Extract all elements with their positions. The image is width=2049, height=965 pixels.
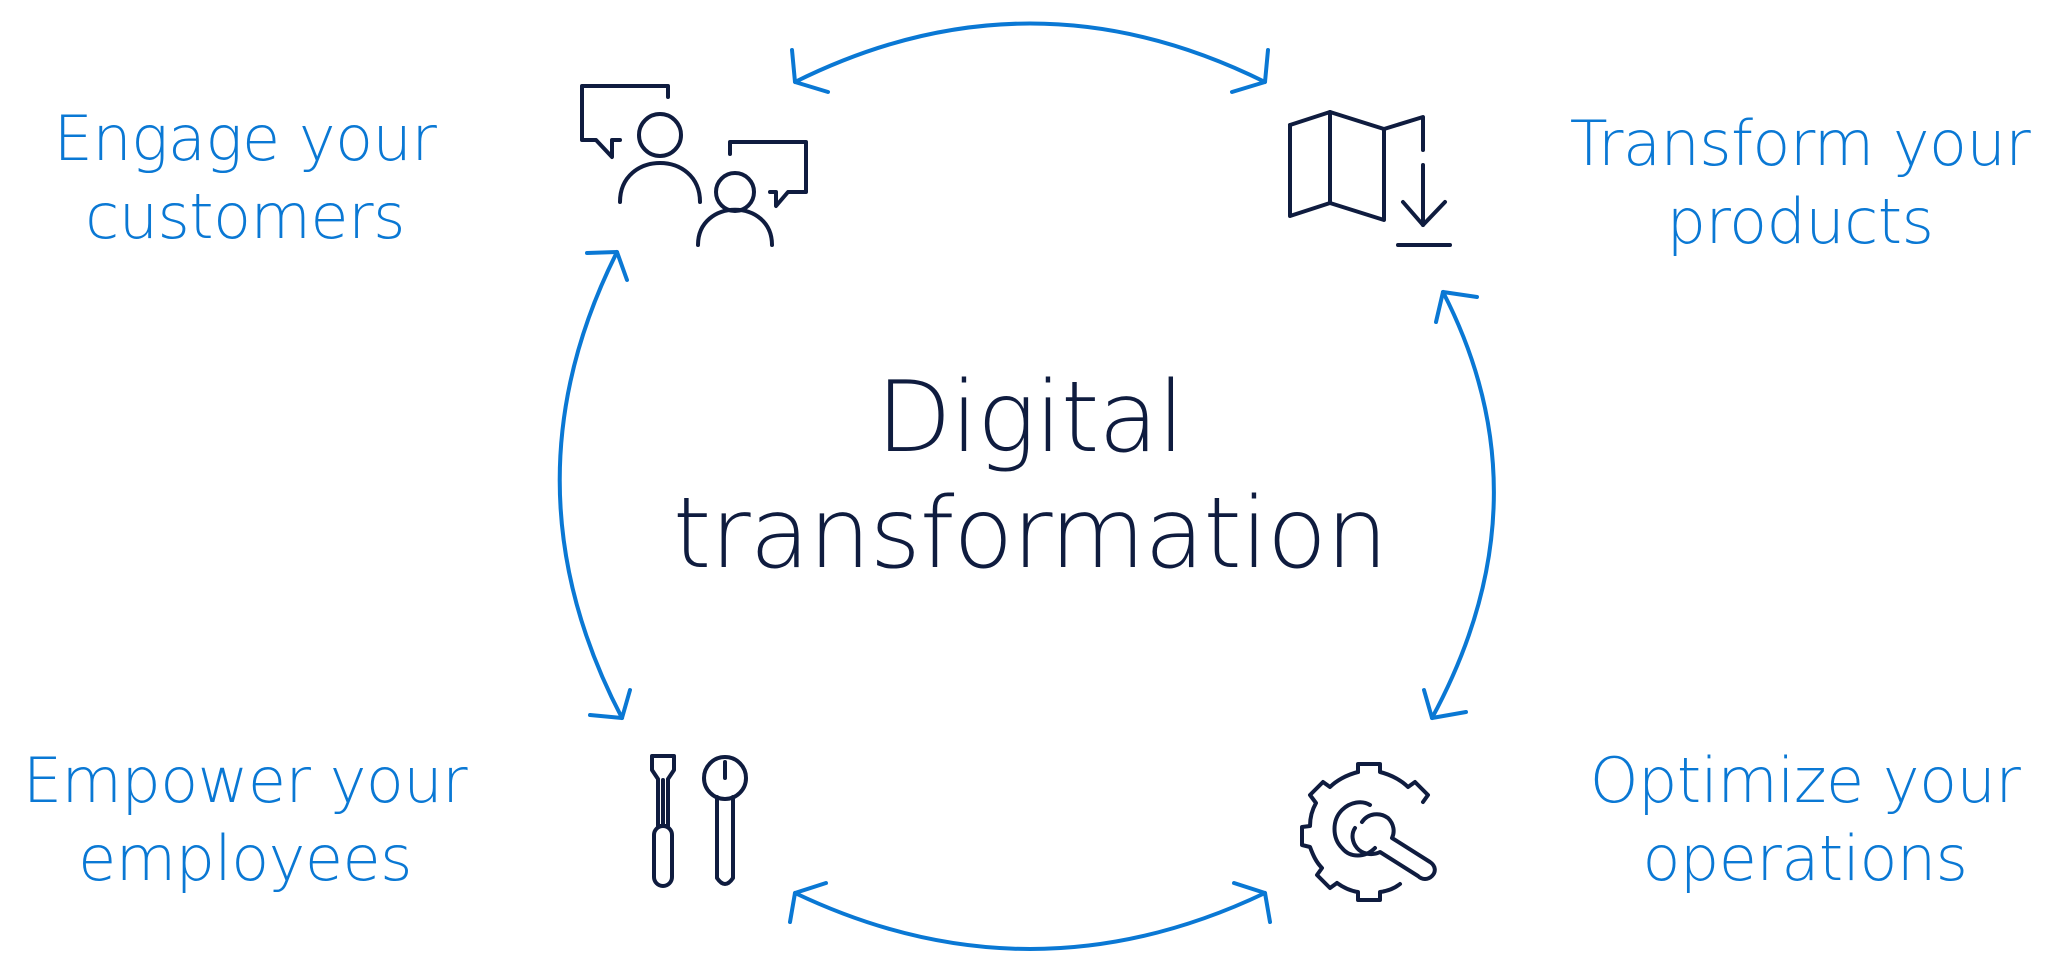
optimize-line2: operations	[1642, 822, 1968, 895]
transform-line2: products	[1666, 185, 1934, 258]
optimize-line1: Optimize your	[1589, 744, 2021, 817]
customers-chat-icon	[580, 84, 808, 247]
empower-line1: Empower your	[22, 744, 468, 817]
gear-wrench-icon	[1300, 762, 1437, 902]
engage-line2: customers	[85, 180, 405, 253]
center-title-line1: Digital	[876, 361, 1184, 475]
empower-employees-label: Empower your employees	[0, 742, 490, 898]
bottom-double-arrow	[788, 881, 1272, 951]
right-double-arrow	[1422, 290, 1496, 720]
transform-products-label: Transform your products	[1560, 105, 2040, 261]
map-download-icon	[1288, 110, 1452, 247]
left-double-arrow	[557, 250, 632, 720]
empower-line2: employees	[78, 822, 412, 895]
center-title-line2: transformation	[672, 477, 1388, 591]
tools-icon	[650, 754, 748, 888]
top-double-arrow	[790, 21, 1270, 94]
optimize-operations-label: Optimize your operations	[1570, 742, 2040, 898]
engage-line1: Engage your	[53, 102, 437, 175]
center-title: Digital transformation	[640, 360, 1420, 592]
engage-customers-label: Engage your customers	[20, 100, 470, 256]
transform-line1: Transform your	[1569, 107, 2031, 180]
